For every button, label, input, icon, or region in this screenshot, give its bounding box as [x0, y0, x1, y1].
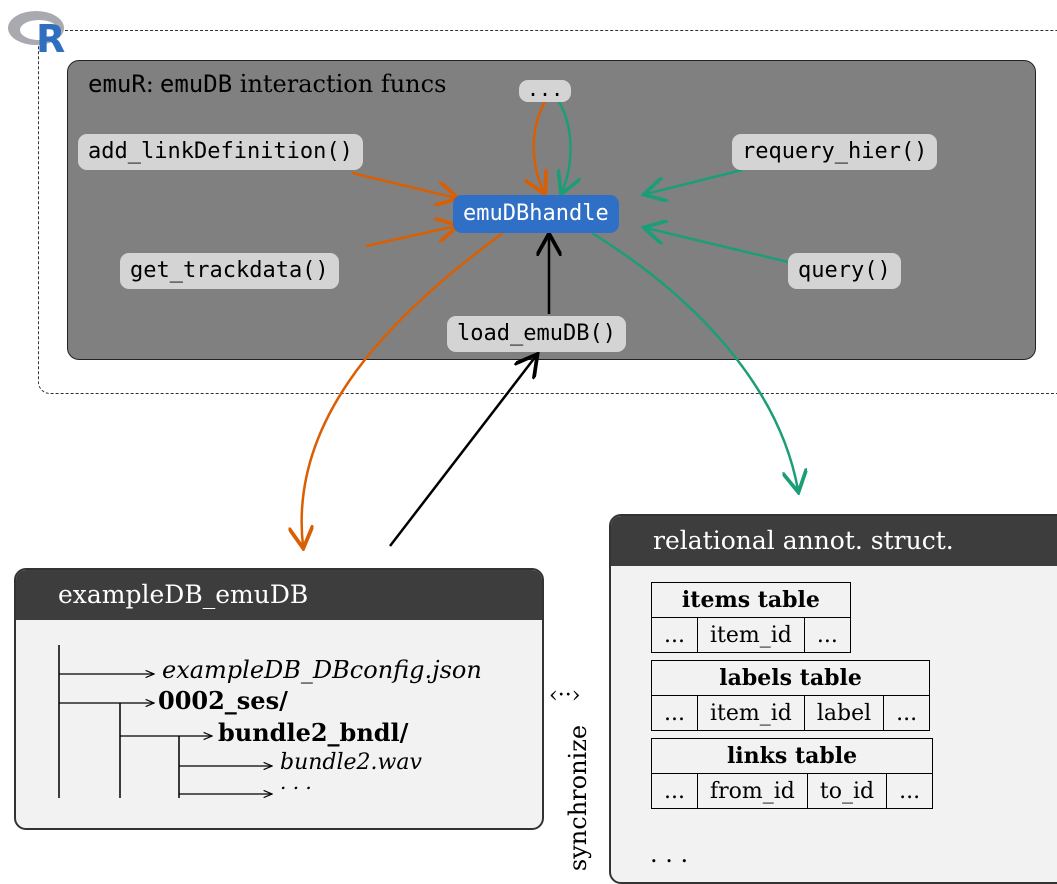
r-environment-border: [38, 30, 1057, 394]
synchronize-label: synchronize: [564, 724, 592, 872]
tree-config-file: exampleDB_DBconfig.json: [162, 656, 482, 684]
table-cell: ...: [651, 617, 698, 653]
tree-wav-file: bundle2.wav: [280, 750, 422, 775]
table-cell: from_id: [696, 773, 808, 809]
links-table: links table ... from_id to_id ...: [650, 738, 934, 809]
get-trackdata-func: get_trackdata(): [120, 253, 339, 289]
tree-session-folder: 0002_ses/: [158, 686, 288, 715]
add-link-definition-func: add_linkDefinition(): [78, 134, 363, 170]
items-table-title: items table: [651, 582, 851, 618]
tree-more: . . .: [280, 770, 312, 794]
load-emudb-func: load_emuDB(): [447, 316, 626, 352]
links-table-title: links table: [650, 738, 934, 774]
table-cell: ...: [886, 773, 934, 809]
synchronize-arrow-icon: ‹··›: [549, 683, 581, 708]
table-cell: item_id: [696, 617, 805, 653]
labels-table-title: labels table: [650, 660, 931, 696]
panel-title: exampleDB_emuDB: [16, 570, 542, 620]
svg-text:R: R: [36, 17, 65, 56]
folder-tree-lines: [58, 645, 544, 830]
table-cell: ...: [651, 695, 698, 731]
table-cell: to_id: [806, 773, 888, 809]
r-logo-icon: R: [8, 11, 65, 56]
table-cell: ...: [651, 773, 698, 809]
ellipsis-pill: ...: [519, 79, 572, 102]
table-cell: label: [803, 695, 885, 731]
query-func: query(): [788, 253, 901, 289]
emur-box-title: emuR: emuDB interaction funcs: [88, 70, 447, 98]
table-cell: item_id: [696, 695, 805, 731]
requery-hier-func: requery_hier(): [732, 134, 938, 170]
labels-table: labels table ... item_id label ...: [650, 660, 931, 731]
table-cell: ...: [883, 695, 931, 731]
emudb-handle: emuDBhandle: [453, 195, 619, 233]
panel-title: relational annot. struct.: [611, 516, 1057, 566]
relational-more: . . .: [650, 840, 689, 868]
tree-bundle-folder: bundle2_bndl/: [218, 718, 409, 747]
table-cell: ...: [803, 617, 851, 653]
database-folder-panel: exampleDB_emuDB exampleDB_DBconfig.json …: [14, 568, 544, 830]
items-table: items table ... item_id ...: [651, 582, 851, 653]
